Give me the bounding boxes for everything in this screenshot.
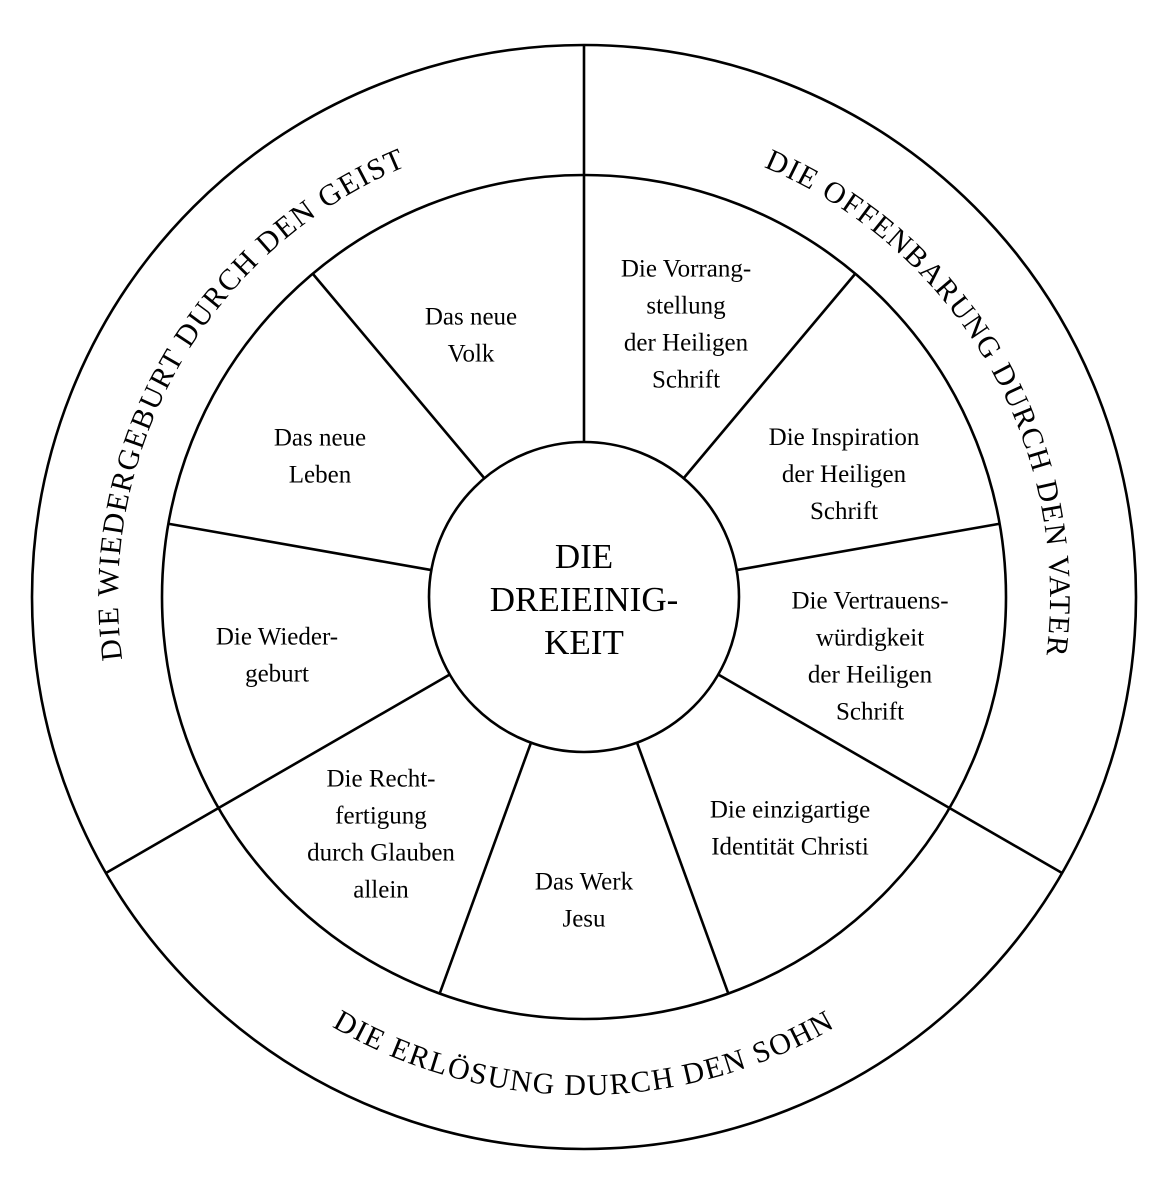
spoke-line (217, 673, 451, 810)
ring-label-spirit: DIE WIEDERGEBURT DURCH DEN GEIST (92, 142, 410, 663)
label-line: Das neue (274, 425, 366, 452)
center-label: DIE DREIEINIG- KEIT (490, 537, 679, 662)
spoke-line (736, 522, 1000, 572)
label-line: Das neue (425, 304, 517, 331)
label-line: Die Vorrang- (621, 256, 751, 283)
outer-dividers (105, 45, 1063, 875)
spoke-line (438, 742, 533, 994)
ring-divider-line (105, 806, 220, 875)
label-line: allein (353, 877, 409, 904)
label-line: durch Glauben (307, 840, 455, 867)
segment-rebirth: Die Wieder-geburt (216, 624, 338, 688)
ring-divider-line (948, 806, 1063, 875)
label-line: fertigung (335, 803, 427, 830)
label-line: stellung (646, 293, 726, 320)
label-line: Die einzigartige (710, 797, 870, 824)
label-line: der Heiligen (808, 662, 933, 689)
label-line: Jesu (562, 906, 606, 933)
label-line: Schrift (836, 699, 904, 726)
label-line: Die Inspiration (769, 424, 920, 451)
spoke-line (168, 522, 432, 572)
spoke-line (717, 673, 951, 810)
label-line: Schrift (652, 367, 720, 394)
label-line: geburt (245, 661, 309, 688)
spokes (168, 175, 1000, 994)
label-line: DIE (555, 537, 613, 576)
segment-justification: Die Recht-fertigung durch Glauben allein (307, 766, 455, 904)
label-line: der Heiligen (782, 461, 907, 488)
label-line: der Heiligen (624, 330, 749, 357)
label-line: Die Wieder- (216, 624, 338, 651)
label-line: Die Vertrauens- (791, 588, 948, 615)
label-line: KEIT (544, 623, 624, 662)
label-line: Volk (448, 341, 495, 368)
label-line: Identität Christi (711, 834, 869, 861)
spoke-line (311, 272, 486, 480)
spoke-line (635, 742, 730, 994)
label-line: Das Werk (535, 869, 634, 896)
label-line: DREIEINIG- (490, 580, 679, 619)
label-line: würdigkeit (816, 625, 924, 652)
label-line: Schrift (810, 498, 878, 525)
spoke-line (682, 272, 857, 480)
ring-label-father: DIE OFFENBARUNG DURCH DEN VATER (761, 143, 1076, 659)
label-line: Die Recht- (327, 766, 436, 793)
label-line: Leben (289, 462, 352, 489)
